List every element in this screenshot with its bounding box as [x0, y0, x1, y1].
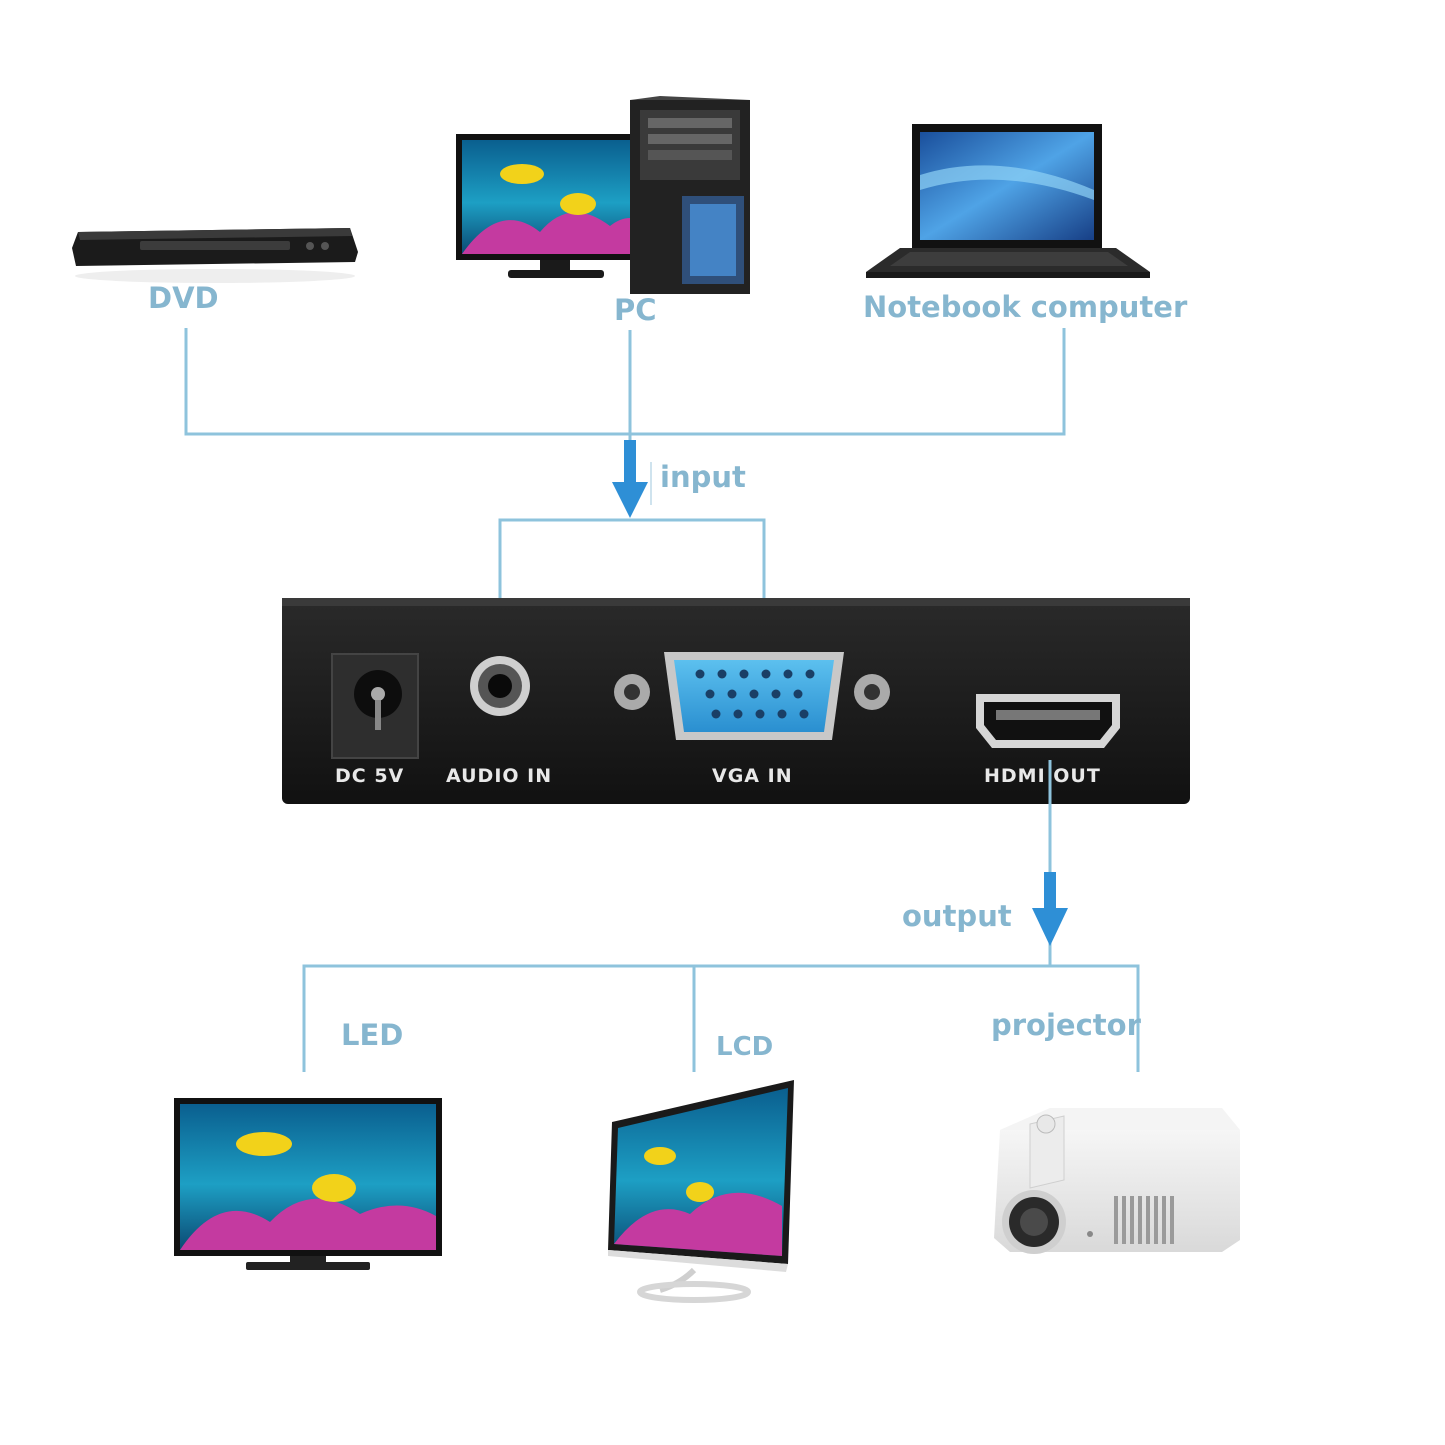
hdmi-out-label: HDMI OUT [984, 765, 1101, 787]
dc-power-jack-icon [331, 653, 419, 759]
projector-icon [994, 1108, 1240, 1254]
audio-in-label: AUDIO IN [446, 765, 553, 787]
led-label: LED [341, 1018, 404, 1052]
notebook-icon [866, 124, 1150, 278]
input-lines [184, 328, 1066, 652]
projector-label: projector [991, 1008, 1141, 1042]
input-label: input [660, 460, 746, 494]
dc-5v-label: DC 5V [335, 765, 405, 787]
hdmi-port-icon [976, 694, 1120, 748]
output-label: output [902, 899, 1012, 933]
dvd-label: DVD [148, 281, 219, 315]
converter-box [282, 598, 1190, 804]
led-tv-icon [174, 1098, 442, 1270]
vga-in-label: VGA IN [712, 765, 793, 787]
notebook-computer-label: Notebook computer [863, 290, 1188, 324]
output-lines [302, 760, 1140, 1072]
pc-icon [456, 96, 750, 294]
vga-port-icon [614, 652, 890, 740]
audio-jack-icon [470, 656, 530, 716]
lcd-label: LCD [716, 1032, 774, 1062]
output-arrow-icon [1032, 872, 1068, 946]
lcd-monitor-icon [608, 1080, 794, 1303]
pc-label: PC [614, 293, 657, 327]
input-arrow-icon [612, 440, 648, 518]
dvd-player-icon [72, 228, 358, 283]
